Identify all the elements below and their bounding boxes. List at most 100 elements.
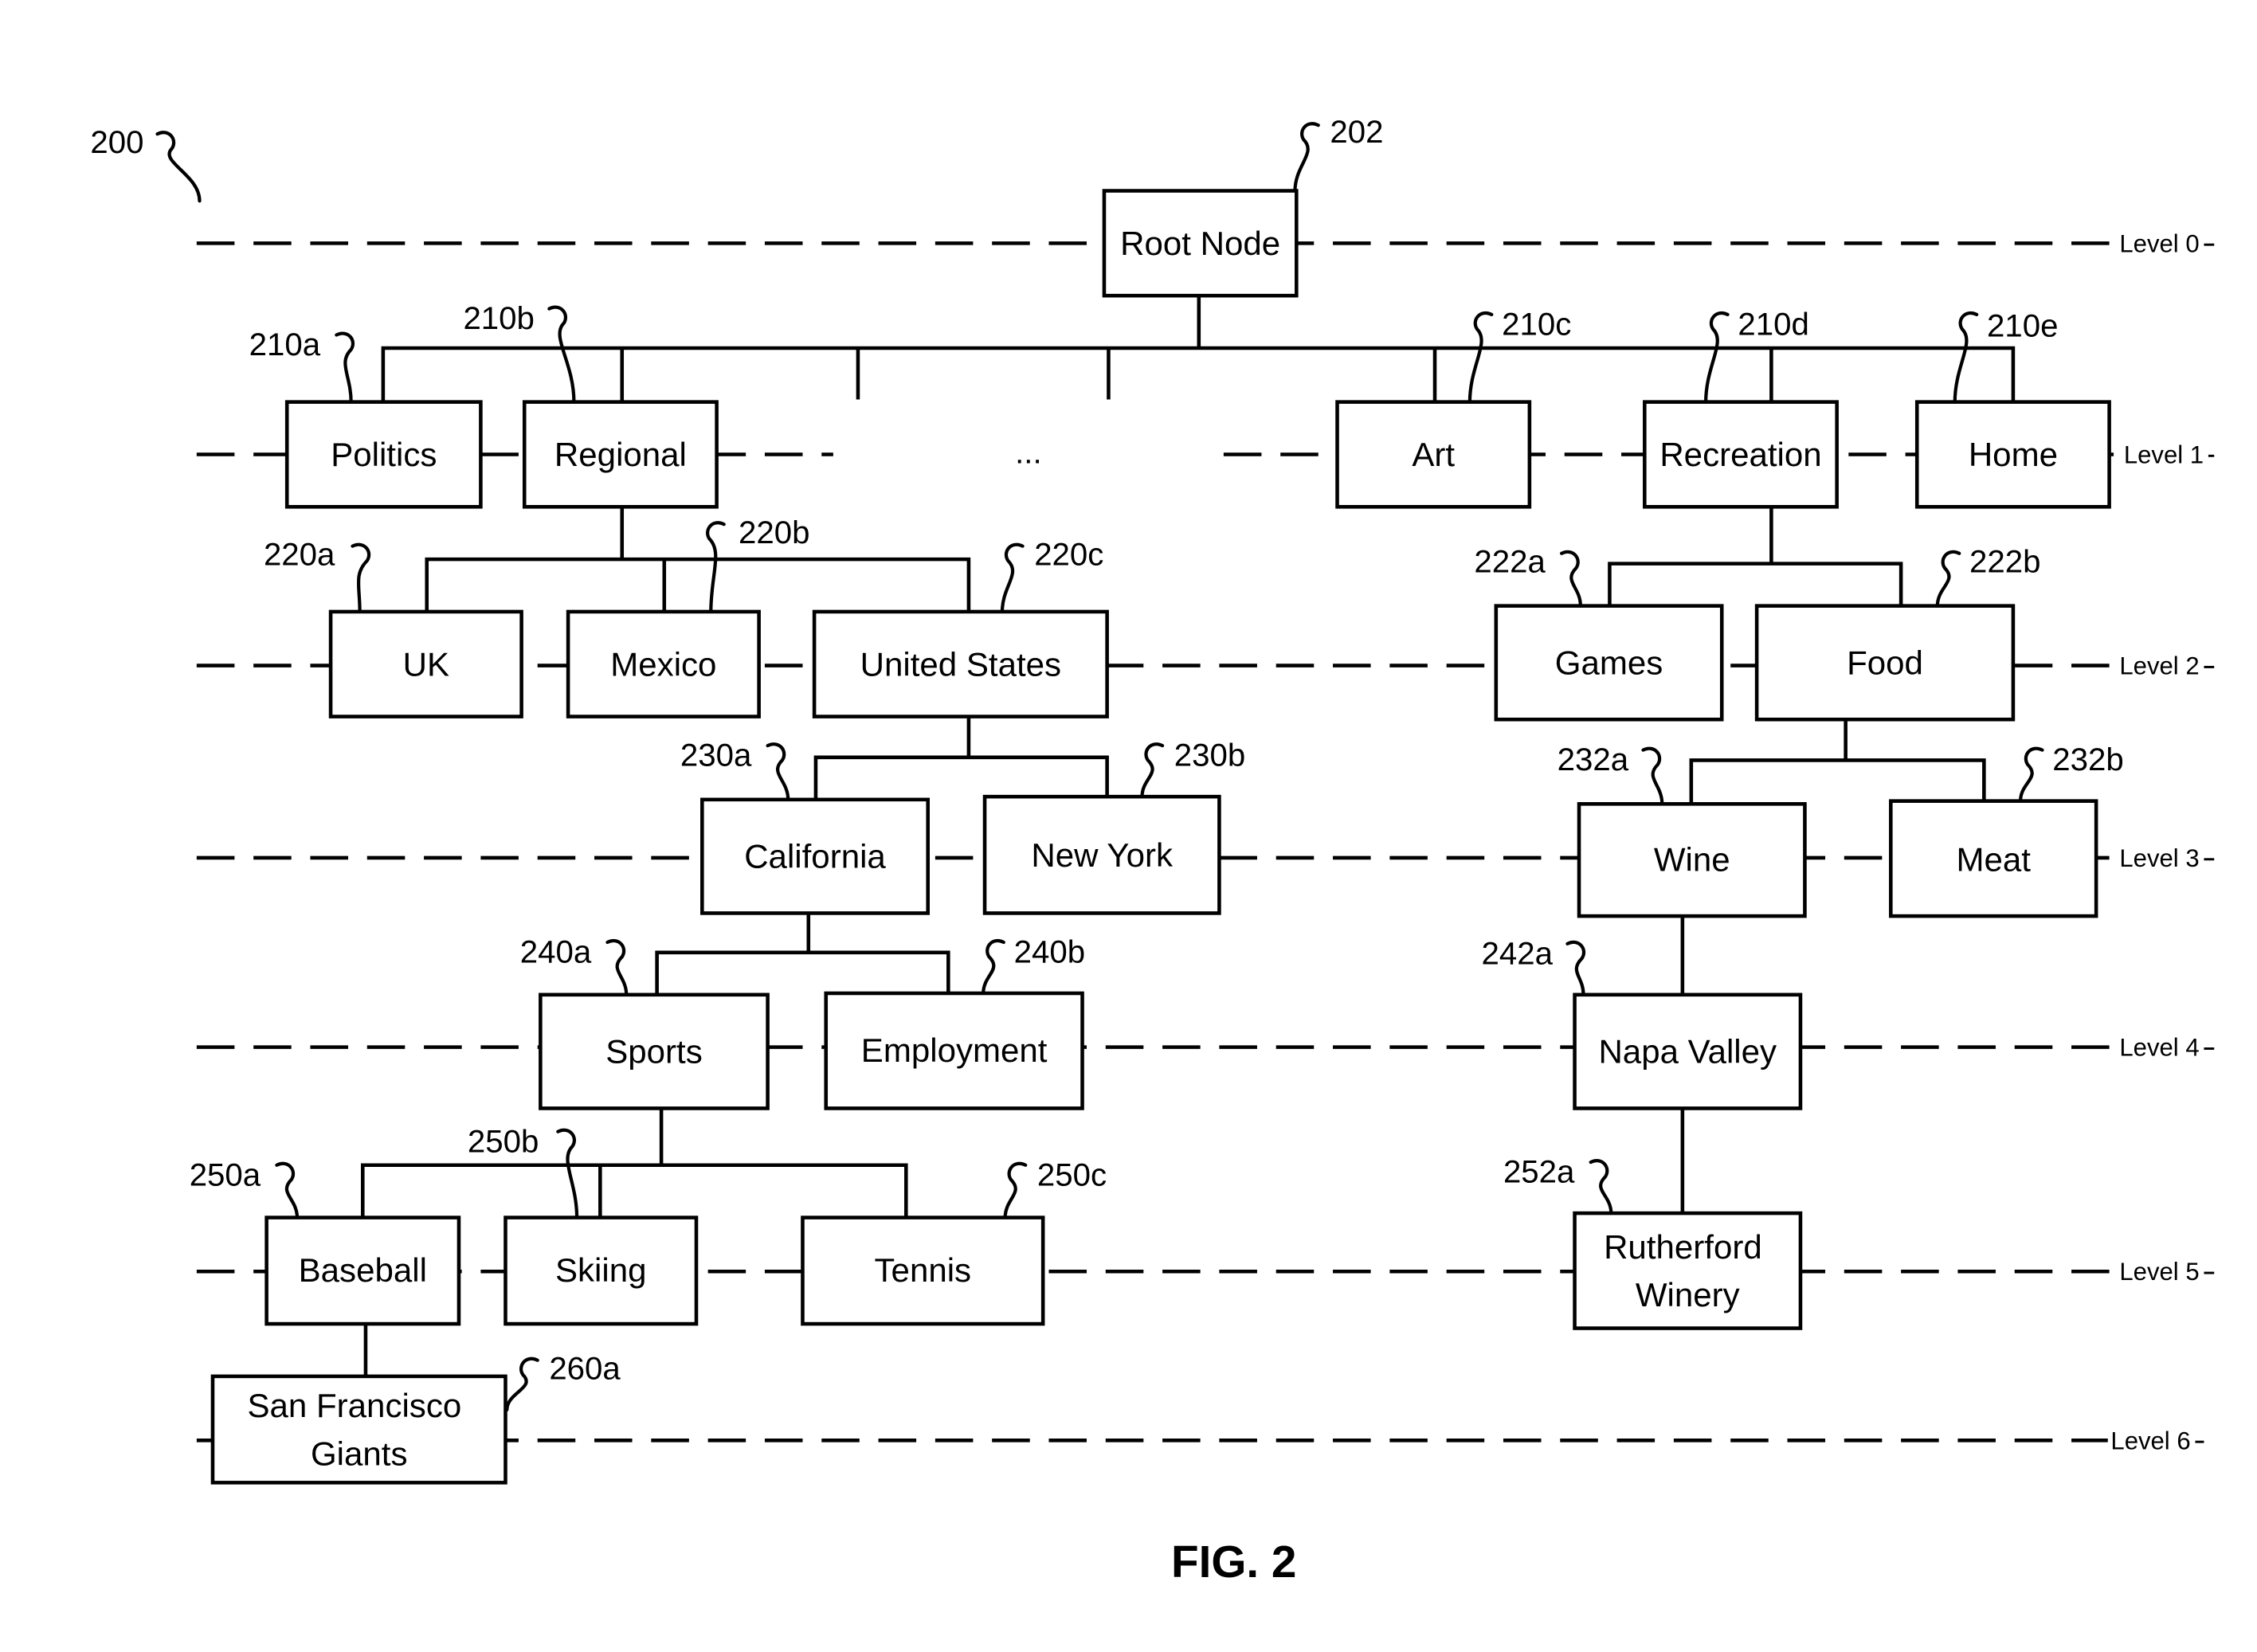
node-label: Sports (605, 1033, 703, 1071)
ref-numeral-202: 202 (1330, 114, 1383, 150)
connector-california-children (657, 913, 949, 994)
ref-numeral-222a: 222a (1474, 544, 1546, 580)
ref-numeral-250c: 250c (1037, 1157, 1107, 1192)
node-label-line-1: San Francisco (247, 1387, 461, 1424)
leader-line-222a (1561, 552, 1581, 606)
node-label: Napa Valley (1598, 1033, 1777, 1071)
leader-line-230a (768, 744, 789, 800)
node-label: Mexico (610, 645, 716, 683)
ref-numeral-222b: 222b (1969, 544, 2040, 580)
leader-line-202 (1295, 123, 1318, 190)
connector-united-states-children (816, 717, 1107, 800)
node-baseball: Baseball (267, 1218, 459, 1324)
node-uk: UK (331, 612, 522, 717)
connector-food-children (1691, 719, 1985, 804)
leader-line-242a (1567, 942, 1584, 995)
node-label: Meat (1956, 840, 2031, 878)
leader-line-240b (983, 941, 1004, 993)
connector-regional-children (427, 507, 969, 612)
figure-caption: FIG. 2 (1171, 1537, 1296, 1587)
node-regional: Regional (524, 402, 716, 507)
connector-sports-children (362, 1108, 906, 1217)
node-label: Tennis (875, 1251, 972, 1289)
ref-numeral-232a: 232a (1558, 742, 1629, 777)
node-art: Art (1338, 402, 1530, 507)
node-meat: Meat (1891, 801, 2096, 916)
node-label: Root Node (1120, 225, 1280, 262)
leader-line-210e (1955, 313, 1977, 402)
ref-numeral-242a: 242a (1482, 935, 1554, 971)
node-label: Wine (1654, 840, 1730, 878)
leader-line-260a (507, 1359, 537, 1410)
node-label: Baseball (299, 1251, 427, 1289)
node-employment: Employment (826, 993, 1083, 1108)
leader-line-230b (1142, 744, 1163, 797)
figure-ref-numeral: 200 (90, 124, 143, 160)
ref-numeral-220a: 220a (264, 536, 335, 572)
ref-numeral-250b: 250b (468, 1123, 539, 1159)
ref-numeral-210a: 210a (249, 327, 321, 362)
level-1-label: Level 1 (2124, 440, 2204, 468)
leader-line-220b (707, 523, 724, 612)
node-label: Recreation (1659, 436, 1821, 473)
leader-line-220a (352, 545, 369, 612)
leader-line-200 (157, 132, 199, 201)
level-5-label: Level 5 (2119, 1258, 2199, 1286)
node-label: Politics (331, 436, 437, 473)
node-united-states: United States (814, 612, 1107, 717)
node-label: Games (1555, 644, 1663, 682)
ref-numeral-260a: 260a (549, 1351, 621, 1387)
node-california: California (702, 800, 927, 914)
ref-numeral-210d: 210d (1738, 307, 1808, 343)
ref-numeral-220c: 220c (1034, 536, 1103, 572)
node-label: California (744, 838, 886, 875)
node-label: Home (1969, 436, 2058, 473)
ref-numeral-220b: 220b (739, 515, 809, 550)
node-label: Food (1847, 644, 1923, 682)
node-label: New York (1031, 836, 1174, 874)
leader-line-250a (276, 1164, 297, 1218)
node-label-line-2: Giants (311, 1435, 408, 1472)
level-2-label: Level 2 (2119, 652, 2199, 680)
ref-numeral-230b: 230b (1174, 738, 1245, 773)
leader-line-250c (1005, 1164, 1026, 1218)
node-mexico: Mexico (568, 612, 759, 717)
node-root: Root Node (1104, 191, 1296, 296)
leader-line-210c (1470, 313, 1491, 402)
ref-numeral-252a: 252a (1503, 1154, 1575, 1190)
node-napa-valley: Napa Valley (1575, 995, 1801, 1109)
node-label-line-1: Rutherford (1604, 1228, 1762, 1266)
node-label: Regional (554, 436, 687, 473)
level-3-label: Level 3 (2119, 844, 2199, 872)
level-0-label: Level 0 (2119, 229, 2199, 257)
level-6-label: Level 6 (2110, 1427, 2190, 1454)
node-new-york: New York (985, 797, 1219, 913)
leader-line-210b (549, 307, 574, 402)
node-label: UK (403, 645, 449, 683)
ref-numeral-240b: 240b (1014, 934, 1085, 970)
node-label: Skiing (555, 1251, 647, 1289)
leader-line-252a (1591, 1161, 1612, 1213)
leader-line-240a (607, 941, 626, 995)
leader-line-232a (1643, 749, 1662, 804)
node-games: Games (1496, 606, 1722, 720)
node-wine: Wine (1579, 804, 1804, 916)
node-label: Art (1412, 436, 1455, 473)
leader-line-222b (1938, 552, 1959, 606)
ref-numeral-210e: 210e (1987, 307, 2058, 343)
ref-numeral-240a: 240a (520, 934, 592, 970)
ref-numeral-210c: 210c (1502, 307, 1571, 343)
leader-line-250b (558, 1130, 577, 1218)
leader-line-232b (2020, 749, 2042, 801)
level-1-ellipsis: ... (1015, 434, 1042, 470)
ref-numeral-210b: 210b (463, 300, 534, 336)
ref-numeral-230a: 230a (680, 738, 752, 773)
node-label: Employment (861, 1032, 1048, 1069)
node-home: Home (1917, 402, 2109, 507)
tree-nodes: Root Node Politics Regional Art Recreati… (213, 191, 2110, 1483)
node-food: Food (1757, 606, 2013, 720)
node-skiing: Skiing (505, 1218, 696, 1324)
node-san-francisco-giants: San Francisco Giants (213, 1376, 506, 1482)
node-recreation: Recreation (1644, 402, 1836, 507)
